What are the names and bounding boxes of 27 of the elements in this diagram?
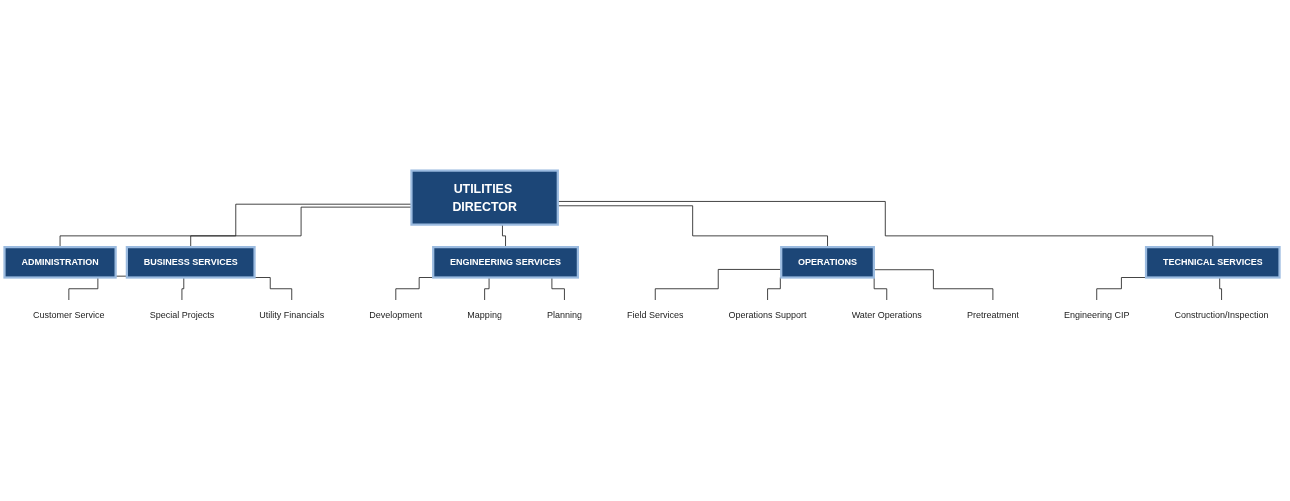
node-text: Customer Service (33, 310, 105, 320)
connector (1217, 277, 1222, 301)
connector (59, 203, 412, 248)
connector (557, 201, 1214, 248)
node-box: BUSINESS SERVICES (125, 246, 256, 279)
node-text: Special Projects (149, 310, 215, 320)
node-box: ADMINISTRATION (3, 246, 117, 279)
node-box: UTILITIES DIRECTOR (410, 169, 559, 226)
connector (873, 269, 994, 301)
node-text: Development (369, 310, 423, 320)
connector (190, 206, 412, 248)
node-text: Utility Financials (259, 310, 325, 320)
node-text: Pretreatment (966, 310, 1019, 320)
connector (1096, 277, 1147, 301)
node-text: Water Operations (851, 310, 922, 320)
node-box: OPERATIONS (780, 246, 875, 279)
node-text: Engineering CIP (1063, 310, 1130, 320)
node-text: Field Services (626, 310, 684, 320)
connector (654, 269, 782, 301)
connector (181, 277, 187, 301)
node-text: Operations Support (728, 310, 807, 320)
node-box: ENGINEERING SERVICES (432, 246, 579, 279)
node-text: Mapping (467, 310, 502, 320)
node-text: Construction/Inspection (1174, 310, 1269, 320)
connector (557, 205, 828, 248)
node-box: TECHNICAL SERVICES (1144, 246, 1281, 279)
node-text: Planning (546, 310, 582, 320)
